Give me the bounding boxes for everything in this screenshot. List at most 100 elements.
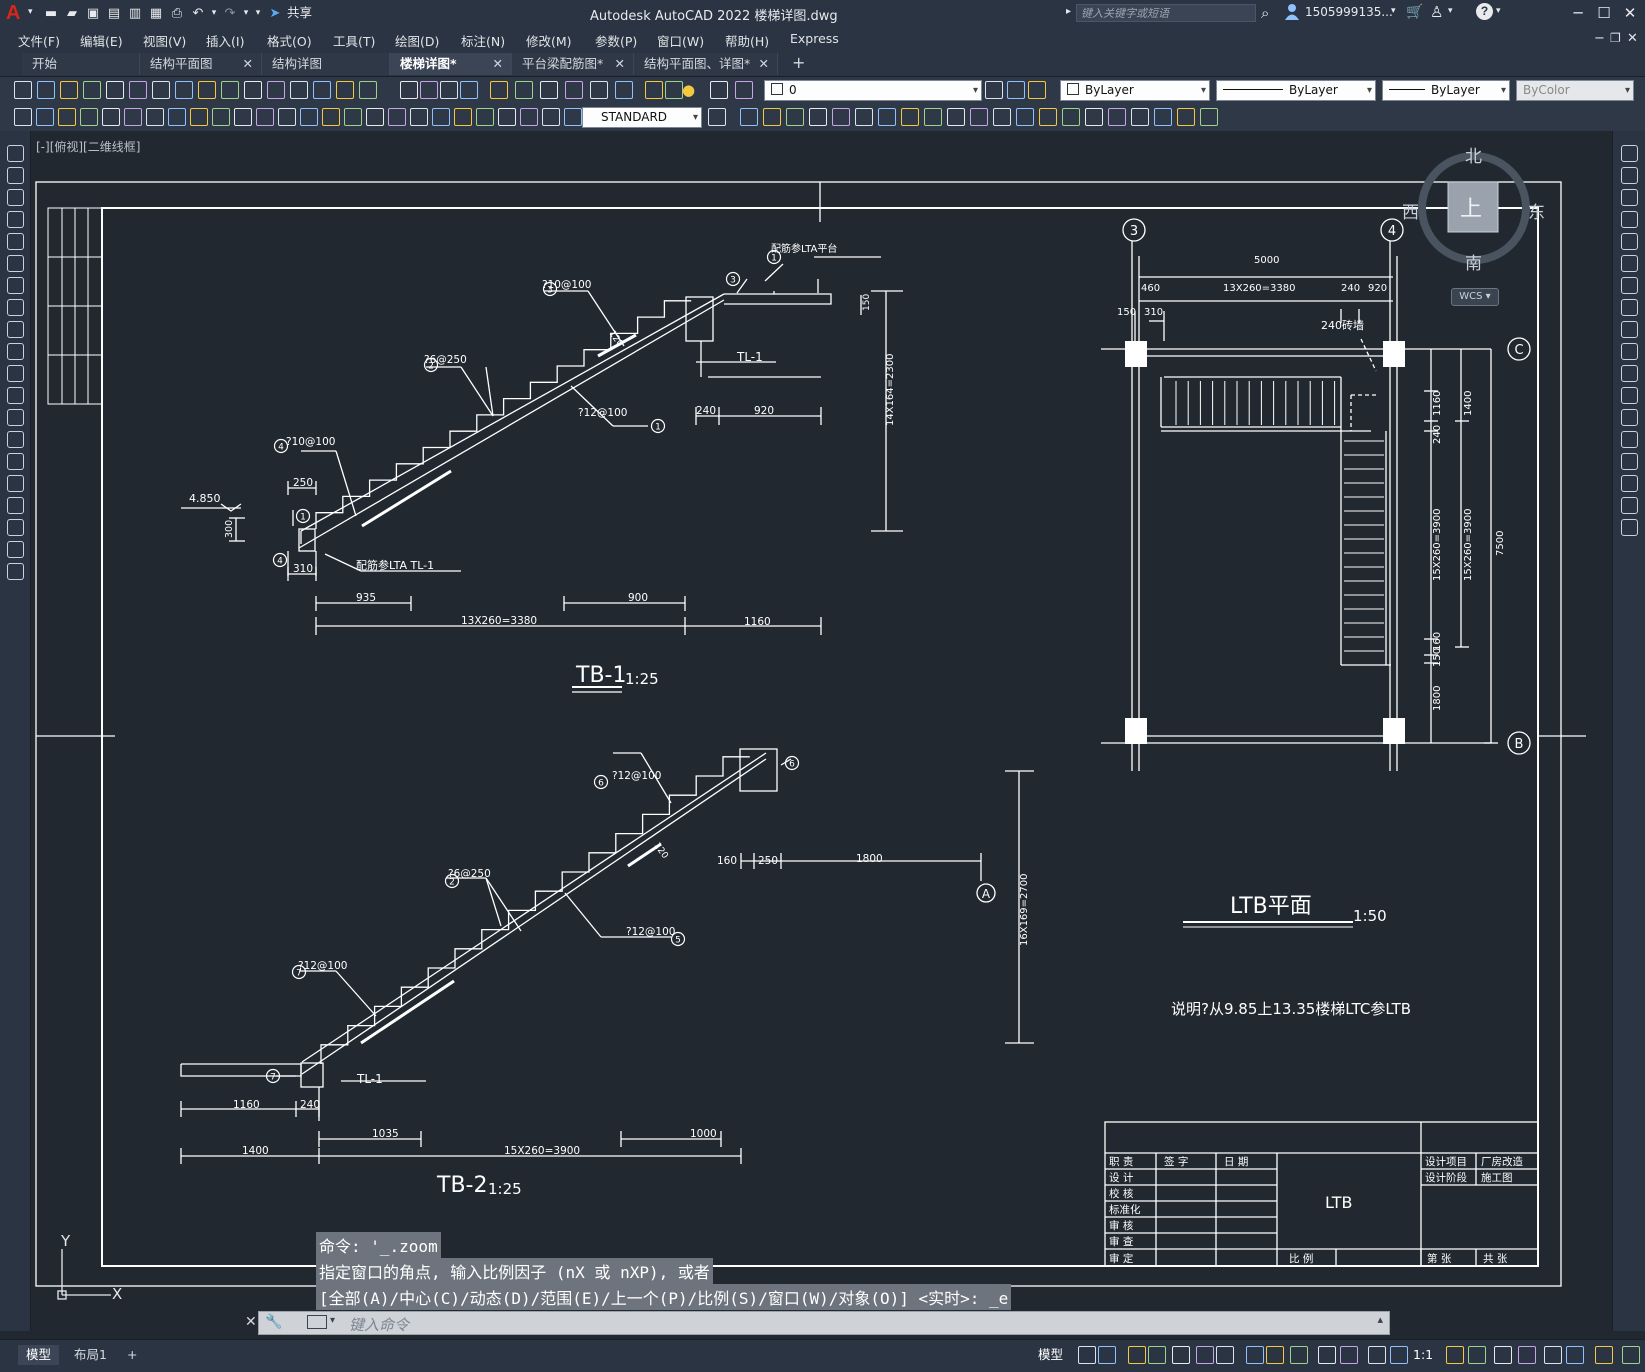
redo-icon[interactable]: ↷ [224, 5, 236, 21]
modify-tool-4-icon[interactable] [1621, 211, 1638, 228]
toolbar-modify-tool-15-icon[interactable] [1039, 108, 1057, 126]
modify-tool-11-icon[interactable] [1621, 365, 1638, 382]
toolbar-standard-tool-22-icon[interactable] [515, 81, 533, 99]
lineweight-select[interactable]: ByLayer▾ [1382, 80, 1510, 101]
status-toggle-4-icon[interactable] [1148, 1346, 1166, 1364]
save-web-icon[interactable]: ▦ [149, 5, 163, 21]
modify-tool-7-icon[interactable] [1621, 277, 1638, 294]
draw-tool-3-icon[interactable] [7, 189, 24, 206]
toolbar-dimension-tool-8-icon[interactable] [168, 108, 186, 126]
status-toggle-16-icon[interactable] [1468, 1346, 1486, 1364]
undo-icon[interactable]: ↶ [192, 5, 204, 21]
plot-icon[interactable]: ⎙ [171, 5, 183, 21]
toolbar-standard-tool-8-icon[interactable] [175, 81, 193, 99]
customize-wrench-icon[interactable]: 🔧 [265, 1314, 283, 1330]
status-toggle-15-icon[interactable] [1446, 1346, 1464, 1364]
toolbar-dimension-tool-26-icon[interactable] [564, 108, 582, 126]
modify-tool-1-icon[interactable] [1621, 145, 1638, 162]
draw-tool-2-icon[interactable] [7, 167, 24, 184]
status-toggle-10-icon[interactable] [1290, 1346, 1308, 1364]
tab-structural-plan[interactable]: 结构平面图✕ [140, 53, 262, 75]
toolbar-modify-tool-10-icon[interactable] [924, 108, 942, 126]
toolbar-dimension-tool-23-icon[interactable] [498, 108, 516, 126]
save-icon[interactable]: ▣ [86, 5, 100, 21]
toolbar-dimension-tool-10-icon[interactable] [212, 108, 230, 126]
toolbar-standard-tool-28-icon[interactable] [665, 81, 683, 99]
model-space-canvas[interactable]: ?10@100 ?6@250 ?10@100 ?12@100 配筋参LTA平台 … [31, 131, 1611, 1341]
maximize-button[interactable]: ☐ [1597, 4, 1611, 22]
close-command-icon[interactable]: ✕ [245, 1314, 257, 1330]
toolbar-modify-tool-3-icon[interactable] [763, 108, 781, 126]
layer-tool-3-icon[interactable] [1028, 81, 1046, 99]
tab-model[interactable]: 模型 [18, 1345, 60, 1365]
toolbar-dimension-tool-24-icon[interactable] [520, 108, 538, 126]
status-toggle-14-icon[interactable] [1390, 1346, 1408, 1364]
search-expand-icon[interactable]: ▸ [1066, 6, 1072, 17]
draw-tool-4-icon[interactable] [7, 211, 24, 228]
modify-tool-13-icon[interactable] [1621, 409, 1638, 426]
toolbar-standard-tool-16-icon[interactable] [359, 81, 377, 99]
status-toggle-18-icon[interactable] [1518, 1346, 1536, 1364]
toolbar-dimension-tool-22-icon[interactable] [476, 108, 494, 126]
search-input[interactable]: 键入关键字或短语 [1076, 4, 1256, 22]
viewport-controls[interactable]: [-][俯视][二维线框] [36, 140, 141, 154]
toolbar-standard-tool-30-icon[interactable] [735, 81, 753, 99]
toolbar-standard-tool-14-icon[interactable] [313, 81, 331, 99]
modify-tool-16-icon[interactable] [1621, 475, 1638, 492]
toolbar-dimension-tool-12-icon[interactable] [256, 108, 274, 126]
account-dropdown-icon[interactable]: ▾ [1448, 6, 1453, 16]
expand-history-icon[interactable]: ▴ [1377, 1313, 1383, 1326]
status-toggle-8-icon[interactable] [1246, 1346, 1264, 1364]
toolbar-modify-tool-14-icon[interactable] [1016, 108, 1034, 126]
tab-close-icon[interactable]: ✕ [614, 56, 625, 71]
modify-tool-10-icon[interactable] [1621, 343, 1638, 360]
toolbar-standard-tool-12-icon[interactable] [267, 81, 285, 99]
viewcube-top-face[interactable]: 上 [1460, 197, 1483, 222]
status-toggle-17-icon[interactable] [1494, 1346, 1512, 1364]
draw-tool-1-icon[interactable] [7, 145, 24, 162]
modify-tool-6-icon[interactable] [1621, 255, 1638, 272]
draw-tool-19-icon[interactable] [7, 541, 24, 558]
menu-file[interactable]: 文件(F) [18, 34, 60, 49]
menu-tools[interactable]: 工具(T) [333, 34, 376, 49]
toolbar-dimension-tool-16-icon[interactable] [344, 108, 362, 126]
status-toggle-21-icon[interactable] [1595, 1346, 1613, 1364]
toolbar-standard-tool-27-icon[interactable] [645, 81, 663, 99]
draw-tool-17-icon[interactable] [7, 497, 24, 514]
toolbar-dimension-tool-11-icon[interactable] [234, 108, 252, 126]
help-icon[interactable]: ? [1476, 3, 1493, 20]
modify-tool-14-icon[interactable] [1621, 431, 1638, 448]
toolbar-dimension-tool-2-icon[interactable] [36, 108, 54, 126]
redo-dropdown-icon[interactable]: ▾ [243, 8, 249, 18]
app-menu-dropdown-icon[interactable]: ▾ [28, 7, 33, 17]
toolbar-standard-tool-7-icon[interactable] [152, 81, 170, 99]
toolbar-modify-tool-9-icon[interactable] [901, 108, 919, 126]
menu-parametric[interactable]: 参数(P) [595, 34, 638, 49]
add-layout-button[interactable]: + [127, 1347, 138, 1362]
toolbar-modify-tool-4-icon[interactable] [786, 108, 804, 126]
tab-layout1[interactable]: 布局1 [74, 1347, 107, 1362]
menu-express[interactable]: Express [790, 31, 839, 46]
toolbar-standard-tool-19-icon[interactable] [440, 81, 458, 99]
viewcube-south[interactable]: 南 [1465, 254, 1482, 274]
toolbar-dimension-tool-21-icon[interactable] [454, 108, 472, 126]
autocad-logo-button[interactable]: A [6, 2, 21, 24]
toolbar-standard-tool-18-icon[interactable] [420, 81, 438, 99]
status-toggle-11-icon[interactable] [1318, 1346, 1336, 1364]
toolbar-modify-tool-7-icon[interactable] [855, 108, 873, 126]
status-toggle-3-icon[interactable] [1128, 1346, 1146, 1364]
toolbar-standard-tool-6-icon[interactable] [129, 81, 147, 99]
toolbar-modify-tool-17-icon[interactable] [1085, 108, 1103, 126]
command-input[interactable]: ✕ 🔧 ▾ 键入命令 ▴ [245, 1311, 1390, 1335]
toolbar-modify-tool-21-icon[interactable] [1177, 108, 1195, 126]
toolbar-modify-tool-2-icon[interactable] [740, 108, 758, 126]
toolbar-standard-tool-15-icon[interactable] [336, 81, 354, 99]
toolbar-standard-tool-17-icon[interactable] [400, 81, 418, 99]
menu-view[interactable]: 视图(V) [143, 34, 187, 49]
customize-qat-icon[interactable]: ▾ [255, 8, 261, 18]
menu-help[interactable]: 帮助(H) [725, 34, 770, 49]
toolbar-dimension-tool-6-icon[interactable] [124, 108, 142, 126]
search-icon[interactable]: ⌕ [1261, 4, 1270, 22]
undo-dropdown-icon[interactable]: ▾ [211, 8, 217, 18]
menu-modify[interactable]: 修改(M) [526, 34, 572, 49]
